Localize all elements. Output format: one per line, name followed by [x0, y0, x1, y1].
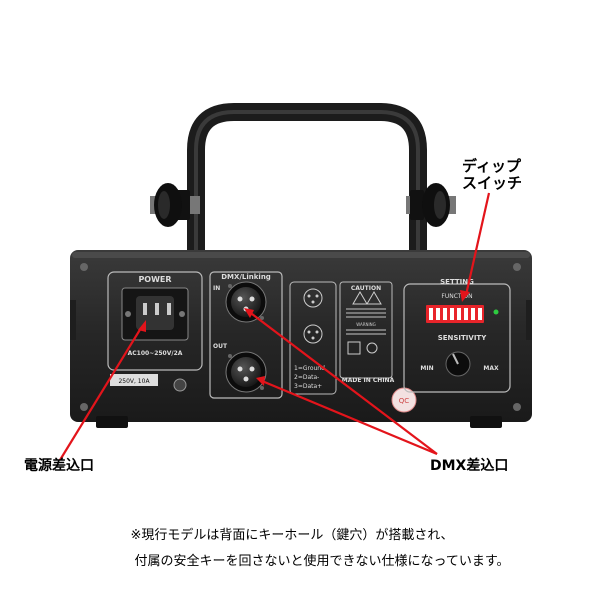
dip-switch-callout-line — [464, 192, 491, 296]
power-title: POWER — [138, 275, 171, 284]
min-label: MIN — [420, 365, 433, 372]
ground-screw — [173, 378, 187, 392]
setting-title: SETTING — [440, 278, 474, 286]
dmx-out-callout-line — [261, 379, 438, 456]
made-in-china: MADE IN CHINA — [342, 377, 395, 384]
qc-label: QC — [399, 397, 410, 405]
setting-section: SETTING FUNCTION SENSITIVITY MIN MAX — [403, 278, 511, 393]
power-section: POWER AC100~250V/2A 250V, 10A — [107, 271, 203, 392]
function-label: FUNCTION — [441, 293, 472, 300]
dmx-out-arrow-head — [256, 376, 265, 386]
max-label: MAX — [483, 365, 499, 372]
pin-diagram: 1=Ground 2=Data- 3=Data+ — [289, 281, 337, 395]
dmx-section: DMX/Linking IN OUT — [209, 271, 283, 399]
dip-arrow-head — [460, 290, 470, 302]
dmx-inlet-callout: DMX差込口 — [430, 458, 509, 474]
power-rating: AC100~250V/2A — [128, 350, 183, 357]
mounting-bracket — [187, 103, 427, 258]
power-inlet[interactable] — [121, 287, 189, 341]
dmx-title: DMX/Linking — [221, 273, 271, 281]
dip-switch-callout-line2: スイッチ — [462, 174, 523, 193]
dmx-in-connector[interactable] — [225, 281, 267, 323]
dmx-out-label: OUT — [213, 343, 228, 350]
dip-switch-callout-line1: ディップ — [462, 157, 521, 175]
power-inlet-callout: 電源差込口 — [24, 458, 94, 474]
dip-switch-callout: ディップ スイッチ — [462, 157, 523, 193]
warning-title: WARNING — [356, 322, 376, 327]
status-led — [493, 309, 499, 315]
sensitivity-label: SENSITIVITY — [438, 334, 488, 342]
caution-title: CAUTION — [351, 285, 381, 292]
notice-line-2: 付属の安全キーを回さないと使用できない仕様になっています。 — [134, 554, 510, 569]
fuse-rating: 250V, 10A — [118, 378, 150, 385]
dip-switch[interactable] — [426, 305, 484, 323]
power-arrow-head — [138, 320, 146, 332]
dmx-out-connector[interactable] — [225, 351, 267, 393]
pin-3-label: 3=Data+ — [294, 383, 322, 390]
dmx-in-label: IN — [213, 285, 220, 292]
notice-line-1: ※現行モデルは背面にキーホール（鍵穴）が搭載され、 — [130, 528, 454, 543]
pin-2-label: 2=Data- — [294, 374, 319, 381]
dmx-in-callout-line — [247, 310, 438, 455]
caution-label: CAUTION WARNING MADE IN CHINA — [339, 281, 395, 384]
bracket-knob-right[interactable] — [406, 183, 456, 227]
dmx-in-arrow-head — [244, 308, 254, 318]
bracket-knob-left[interactable] — [150, 183, 200, 227]
pin-1-label: 1=Ground — [294, 365, 325, 372]
callout-lines — [59, 192, 491, 461]
power-callout-line — [59, 327, 142, 461]
sensitivity-knob[interactable] — [445, 351, 471, 377]
